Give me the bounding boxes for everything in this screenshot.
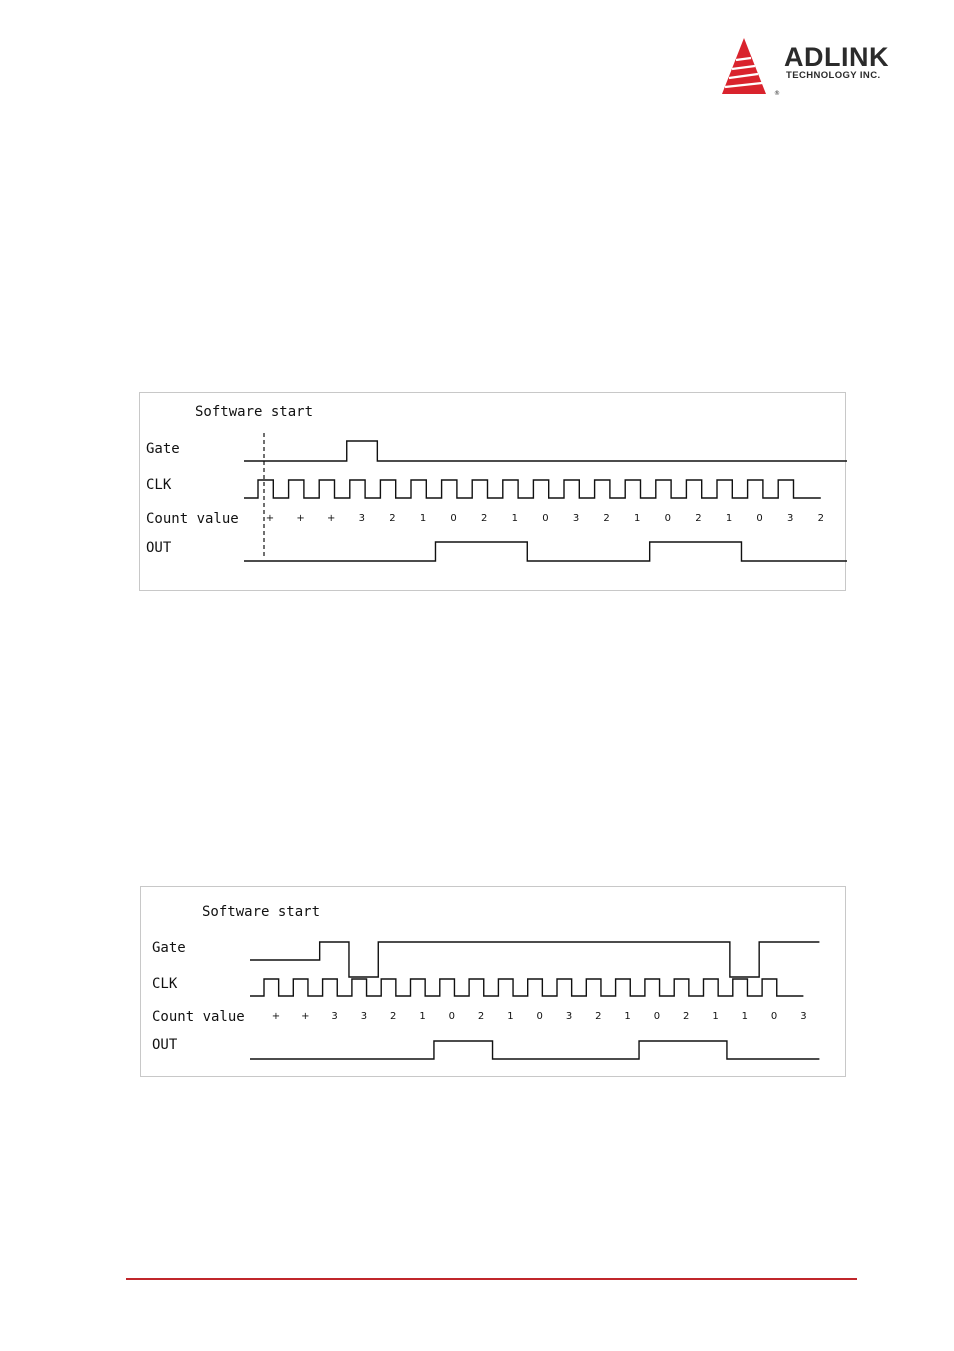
count-value: +	[266, 514, 274, 524]
count-value: 0	[654, 1012, 660, 1022]
count-value: 1	[624, 1012, 630, 1022]
gate-label: Gate	[152, 941, 186, 955]
count-value: 3	[573, 514, 579, 524]
count-value: 0	[542, 514, 548, 524]
gate-label: Gate	[146, 442, 180, 456]
logo-subtitle: TECHNOLOGY INC.	[786, 71, 881, 81]
count-value: 0	[537, 1012, 543, 1022]
count-value: +	[296, 514, 304, 524]
footer-rule	[126, 1278, 857, 1280]
count-value: 0	[771, 1012, 777, 1022]
count-value: 1	[512, 514, 518, 524]
count-value: 1	[419, 1012, 425, 1022]
count-value: +	[327, 514, 335, 524]
count-value: 0	[756, 514, 762, 524]
count-value: 3	[361, 1012, 367, 1022]
out-label: OUT	[152, 1038, 177, 1052]
out-label: OUT	[146, 541, 171, 555]
count-value: 2	[818, 514, 824, 524]
gate-waveform	[250, 942, 819, 977]
count-value: 1	[507, 1012, 513, 1022]
software-start-label: Software start	[202, 905, 320, 919]
count-value: 2	[390, 1012, 396, 1022]
count-value: 1	[742, 1012, 748, 1022]
count-value: 2	[683, 1012, 689, 1022]
clk-waveform	[250, 979, 803, 996]
clk-waveform	[244, 480, 821, 498]
count-value: 3	[331, 1012, 337, 1022]
count-value: 3	[800, 1012, 806, 1022]
count-value: +	[301, 1012, 309, 1022]
count-value-label: Count value	[146, 512, 239, 526]
software-start-label: Software start	[195, 405, 313, 419]
adlink-logo: ADLINK TECHNOLOGY INC. ®	[718, 36, 914, 100]
count-value: 2	[478, 1012, 484, 1022]
out-waveform	[250, 1041, 819, 1059]
count-value: 0	[450, 514, 456, 524]
count-value: 2	[389, 514, 395, 524]
count-value: 0	[665, 514, 671, 524]
count-value: 1	[712, 1012, 718, 1022]
clk-label: CLK	[146, 478, 171, 492]
count-value: 1	[726, 514, 732, 524]
count-value: 2	[481, 514, 487, 524]
gate-waveform	[244, 441, 847, 461]
logo-wordmark: ADLINK	[784, 44, 889, 71]
clk-label: CLK	[152, 977, 177, 991]
count-value: 1	[634, 514, 640, 524]
count-value: 2	[603, 514, 609, 524]
count-value: 3	[787, 514, 793, 524]
count-value-label: Count value	[152, 1010, 245, 1024]
timing-diagram-1-canvas	[140, 393, 847, 592]
out-waveform	[244, 542, 847, 561]
count-value: 0	[449, 1012, 455, 1022]
count-value: 2	[695, 514, 701, 524]
count-value: +	[272, 1012, 280, 1022]
count-value: 3	[359, 514, 365, 524]
logo-registered-mark: ®	[774, 90, 780, 97]
count-value: 3	[566, 1012, 572, 1022]
timing-diagram-2: Software start Gate CLK Count value OUT …	[140, 886, 846, 1077]
timing-diagram-1: Software start Gate CLK Count value OUT …	[139, 392, 846, 591]
count-value: 2	[595, 1012, 601, 1022]
count-value: 1	[420, 514, 426, 524]
